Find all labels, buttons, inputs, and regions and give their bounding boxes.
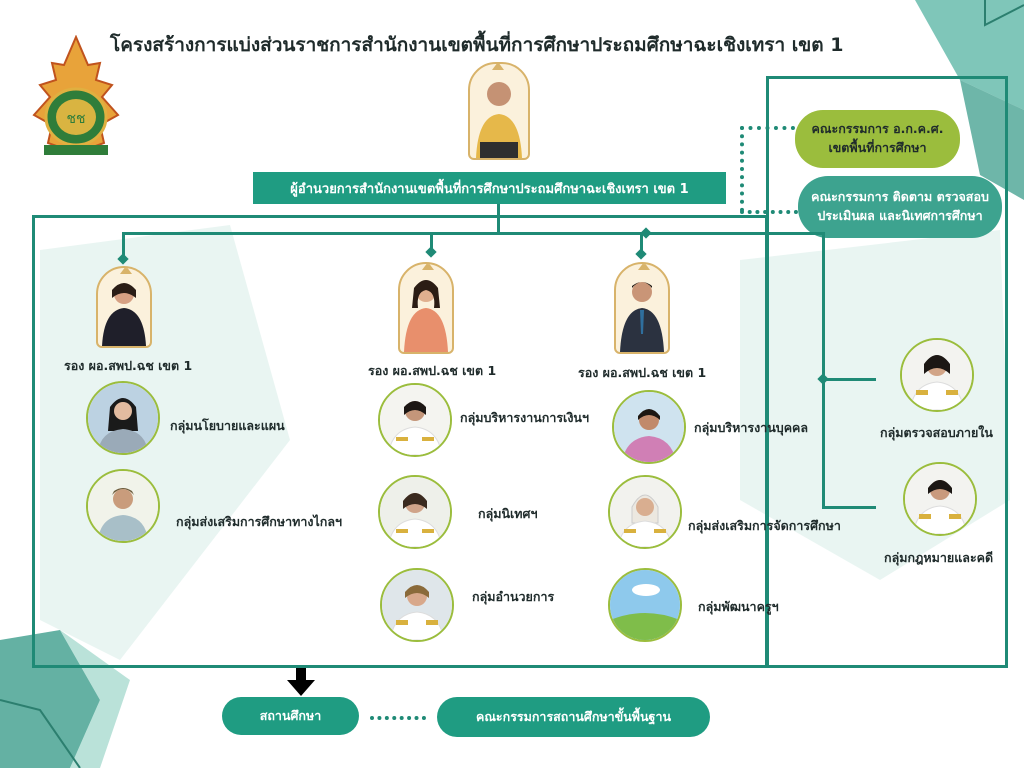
dotted-connector — [740, 210, 798, 214]
school-box: สถานศึกษา — [222, 697, 359, 735]
group-label: กลุ่มนโยบายและแผน — [170, 418, 285, 433]
group-label: กลุ่มบริหารงานบุคคล — [694, 420, 809, 435]
deputy-portrait-2 — [398, 262, 454, 354]
director-portrait — [468, 62, 530, 160]
connector-line — [822, 378, 876, 381]
group-label: กลุ่มตรวจสอบภายใน — [880, 425, 993, 440]
deputy-label-1: รอง ผอ.สพป.ฉช เขต 1 — [64, 358, 193, 373]
connector-line — [1005, 76, 1008, 668]
group-label: กลุ่มพัฒนาครูฯ — [698, 599, 779, 614]
deputy-portrait-1 — [96, 266, 152, 348]
group-portrait — [608, 475, 682, 549]
director-title-bar: ผู้อำนวยการสำนักงานเขตพื้นที่การศึกษาประ… — [253, 172, 726, 204]
committee-agkhs: คณะกรรมการ อ.ก.ค.ศ. เขตพื้นที่การศึกษา — [795, 110, 960, 168]
connector-line — [640, 232, 643, 254]
page-title: โครงสร้างการแบ่งส่วนราชการสำนักงานเขตพื้… — [110, 34, 844, 56]
group-portrait — [378, 383, 452, 457]
group-portrait — [380, 568, 454, 642]
committee-monitoring-label: คณะกรรมการ ติดตาม ตรวจสอบ ประเมินผล และน… — [811, 189, 989, 223]
connector-line — [766, 665, 1008, 668]
group-portrait — [900, 338, 974, 412]
deputy-label-2: รอง ผอ.สพป.ฉช เขต 1 — [368, 363, 497, 378]
group-label: กลุ่มส่งเสริมการจัดการศึกษา — [688, 518, 841, 533]
connector-line — [766, 76, 1008, 79]
group-portrait — [612, 390, 686, 464]
connector-line — [822, 506, 876, 509]
svg-text:ชช: ชช — [66, 111, 85, 127]
dotted-connector — [740, 126, 795, 130]
group-portrait — [86, 381, 160, 455]
connector-line — [766, 218, 769, 668]
group-label: กลุ่มส่งเสริมการศึกษาทางไกลฯ — [176, 514, 343, 529]
group-placeholder-landscape — [608, 568, 682, 642]
group-portrait — [903, 462, 977, 536]
organization-logo: ชช — [30, 35, 122, 160]
deputy-label-3: รอง ผอ.สพป.ฉช เขต 1 — [578, 365, 707, 380]
connector-line — [497, 204, 500, 234]
connector-line — [122, 232, 824, 235]
connector-line — [822, 232, 825, 508]
school-label: สถานศึกษา — [259, 707, 322, 723]
group-portrait — [378, 475, 452, 549]
group-label: กลุ่มกฎหมายและคดี — [884, 550, 994, 565]
connector-line — [430, 232, 433, 252]
connector-line — [766, 76, 769, 221]
school-board-box: คณะกรรมการสถานศึกษาขั้นพื้นฐาน — [437, 697, 710, 737]
group-label: กลุ่มนิเทศฯ — [478, 506, 538, 521]
dotted-connector — [370, 716, 426, 720]
arrow-down-icon — [287, 668, 315, 698]
committee-monitoring: คณะกรรมการ ติดตาม ตรวจสอบ ประเมินผล และน… — [798, 176, 1002, 238]
connector-line — [122, 232, 125, 260]
group-label: กลุ่มอำนวยการ — [472, 589, 555, 604]
school-board-label: คณะกรรมการสถานศึกษาขั้นพื้นฐาน — [475, 708, 672, 724]
group-label: กลุ่มบริหารงานการเงินฯ — [460, 410, 589, 425]
group-portrait — [86, 469, 160, 543]
committee-agkhs-label: คณะกรรมการ อ.ก.ค.ศ. เขตพื้นที่การศึกษา — [811, 121, 944, 155]
deputy-portrait-3 — [614, 262, 670, 354]
dotted-connector — [740, 126, 744, 212]
